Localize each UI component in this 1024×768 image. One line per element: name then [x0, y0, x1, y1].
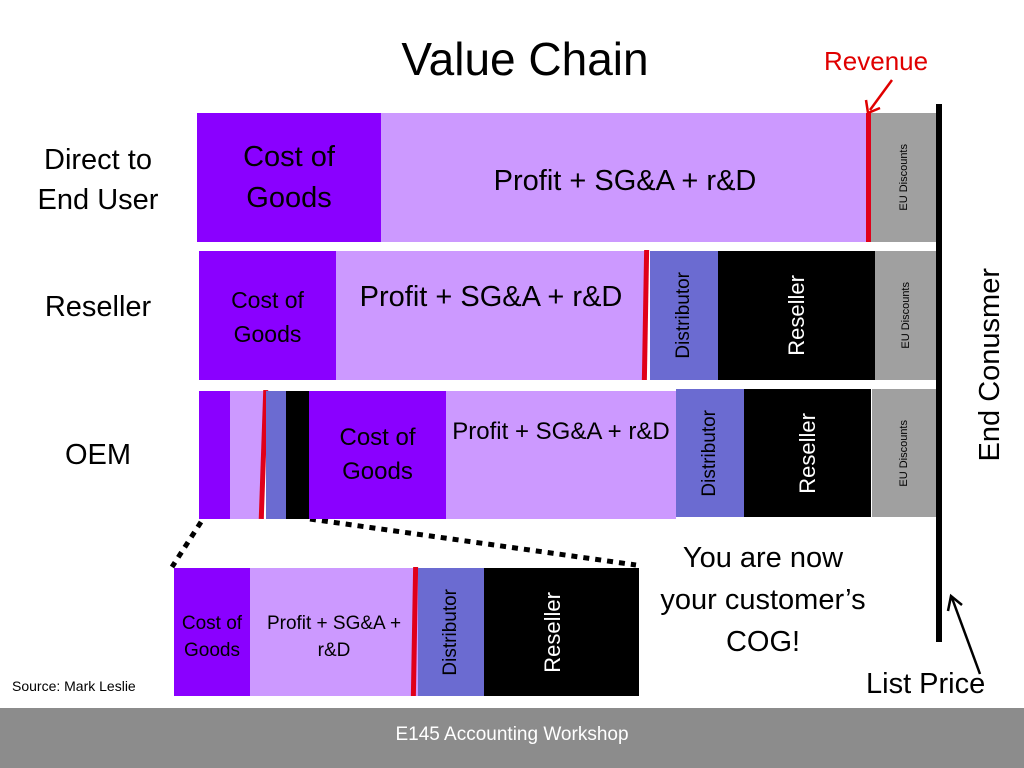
- oem-reseller: Reseller: [744, 389, 871, 517]
- inset-cost-of-goods: Cost of Goods: [174, 568, 250, 696]
- oem-reseller-label: Reseller: [794, 412, 820, 494]
- direct-revenue-marker: [866, 113, 871, 242]
- oem-distributor-label: Distributor: [699, 409, 720, 497]
- oem-distributor: Distributor: [676, 389, 744, 517]
- inset-reseller-label: Reseller: [540, 591, 565, 673]
- row-label-direct: Direct to End User: [37, 144, 159, 216]
- direct-cost-of-goods: Cost of Goods: [197, 113, 381, 242]
- oem-eu-discounts: EU Discounts: [872, 389, 936, 517]
- oem-profit: Profit + SG&A + r&D: [446, 391, 676, 519]
- reseller-eu-label: EU Discounts: [899, 282, 912, 349]
- revenue-label: Revenue: [824, 46, 929, 76]
- callout-text: You are now your customer’s COG!: [660, 542, 866, 658]
- direct-profit: Profit + SG&A + r&D: [381, 113, 869, 242]
- oem-eu-label: EU Discounts: [898, 419, 910, 487]
- reseller-profit: Profit + SG&A + r&D: [336, 251, 646, 380]
- source-note: Source: Mark Leslie: [12, 678, 136, 694]
- row-label-oem: OEM: [64, 439, 132, 471]
- row-label-reseller: Reseller: [44, 291, 152, 323]
- reseller-eu-discounts: EU Discounts: [875, 251, 936, 380]
- reseller-cost-of-goods: Cost of Goods: [199, 251, 336, 380]
- footer-bar: [0, 708, 1024, 768]
- list-price-arrowhead: [946, 593, 963, 612]
- list-price-arrow: [950, 597, 982, 675]
- inset-distributor-label: Distributor: [440, 588, 461, 676]
- footer-text: E145 Accounting Workshop: [395, 724, 629, 745]
- reseller-reseller: Reseller: [718, 251, 875, 380]
- oem-cost-of-goods: Cost of Goods: [309, 391, 446, 519]
- reseller-reseller-label: Reseller: [783, 275, 809, 356]
- reseller-distributor-label: Distributor: [673, 272, 694, 359]
- end-consumer-label: End Conusmer: [973, 268, 1006, 462]
- revenue-arrow: [868, 79, 894, 111]
- direct-eu-label: EU Discounts: [897, 144, 910, 211]
- zoom-line-right: [309, 516, 637, 568]
- inset-distributor: Distributor: [418, 568, 484, 696]
- direct-eu-discounts: EU Discounts: [871, 113, 936, 242]
- inset-reseller: Reseller: [484, 568, 639, 696]
- oem-component-cog: [199, 391, 230, 519]
- oem-component-distributor: [266, 391, 286, 519]
- list-price-label: List Price: [866, 668, 986, 700]
- zoom-line-left: [169, 520, 204, 569]
- slide-title: Value Chain: [401, 33, 649, 85]
- oem-component-reseller: [286, 391, 309, 519]
- inset-profit: Profit + SG&A + r&D: [250, 568, 418, 696]
- oem-component-profit: [230, 391, 264, 519]
- end-consumer-wrapper: End Conusmer: [970, 250, 1010, 480]
- reseller-distributor: Distributor: [650, 251, 718, 380]
